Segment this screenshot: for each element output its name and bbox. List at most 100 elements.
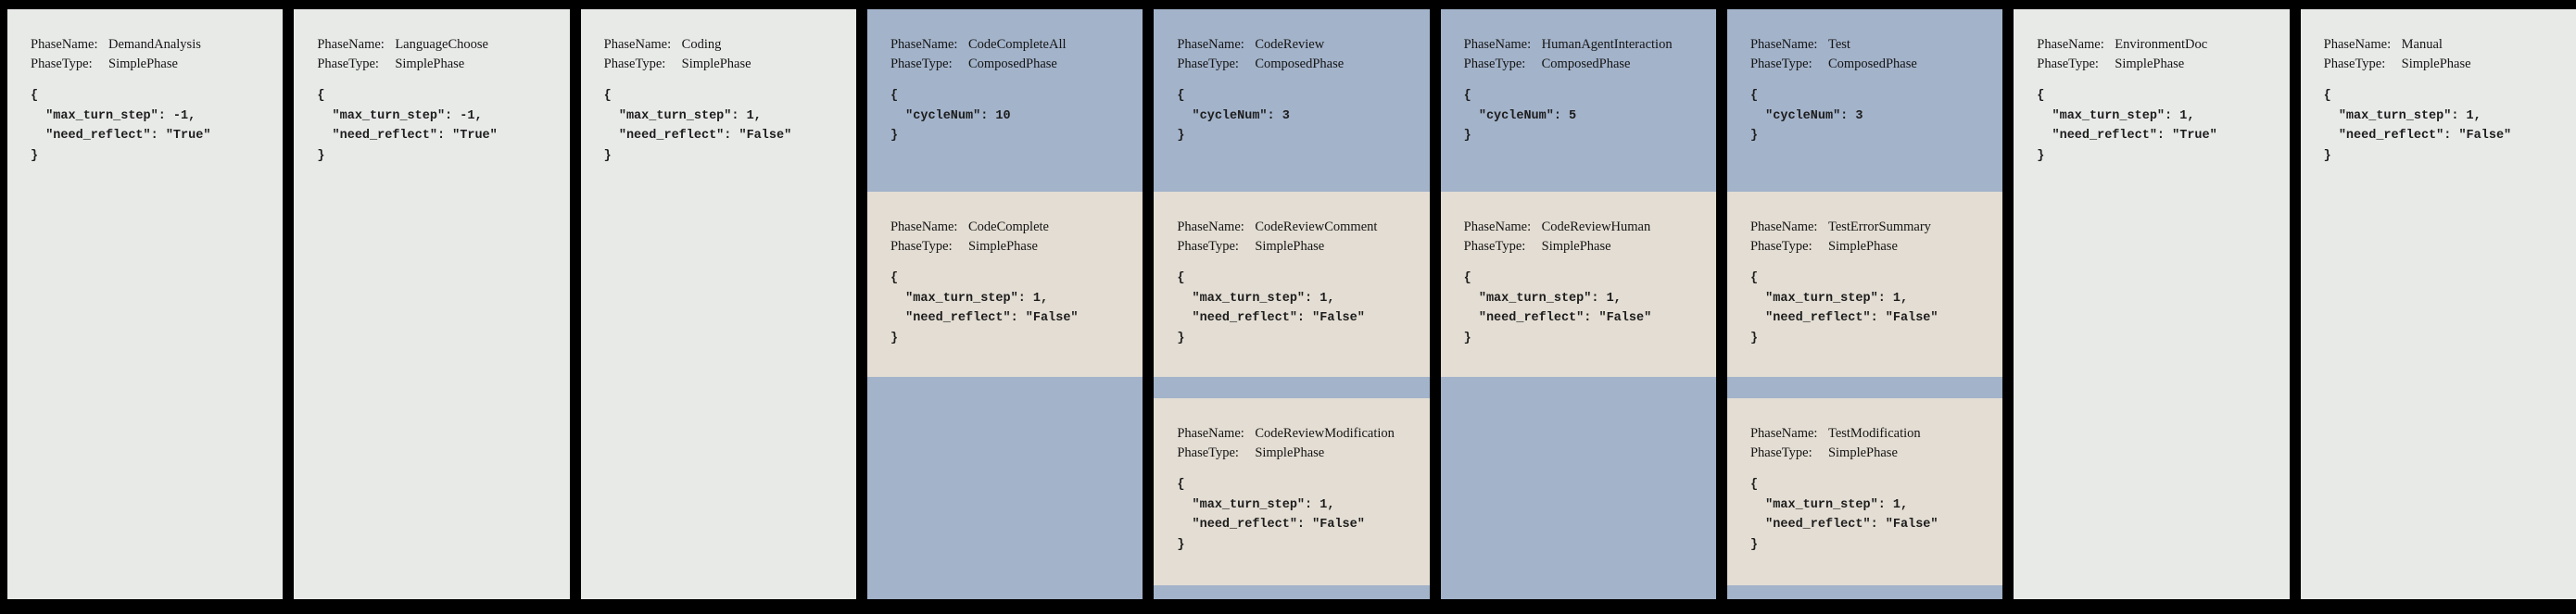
phase-type-row: PhaseType: SimplePhase xyxy=(890,237,1133,257)
subphase-card-codereviewcomment: PhaseName: CodeReviewComment PhaseType: … xyxy=(1154,192,1430,377)
phase-type-label: PhaseType: xyxy=(317,56,379,71)
phase-name-row: PhaseName: DemandAnalysis xyxy=(31,35,273,55)
phase-name-label: PhaseName: xyxy=(2037,37,2104,52)
phase-name-value: HumanAgentInteraction xyxy=(1541,37,1673,52)
phase-name-value: TestErrorSummary xyxy=(1827,219,1931,234)
phase-name-label: PhaseName: xyxy=(317,37,385,52)
phase-type-row: PhaseType: SimplePhase xyxy=(1750,444,1993,463)
phase-name-row: PhaseName: Coding xyxy=(604,35,847,55)
phase-config-json: { "cycleNum": 5 } xyxy=(1463,89,1577,143)
phase-config-json: { "max_turn_step": 1, "need_reflect": "T… xyxy=(2037,89,2217,163)
phase-column-environmentdoc: PhaseName: EnvironmentDoc PhaseType: Sim… xyxy=(2014,9,2290,599)
phase-config-json: { "cycleNum": 10 } xyxy=(890,89,1011,143)
phase-name-value: DemandAnalysis xyxy=(108,37,201,52)
phase-config-json: { "max_turn_step": 1, "need_reflect": "F… xyxy=(890,271,1079,345)
composed-phase-gap xyxy=(1727,377,2002,398)
phase-name-value: EnvironmentDoc xyxy=(2115,37,2208,52)
phase-name-label: PhaseName: xyxy=(2323,37,2392,52)
phase-name-value: CodeReviewComment xyxy=(1255,219,1378,234)
phase-name-row: PhaseName: Test xyxy=(1750,35,1993,55)
phase-card-humanagentinteraction: PhaseName: HumanAgentInteraction PhaseTy… xyxy=(1441,9,1716,192)
phase-type-value: SimplePhase xyxy=(395,56,465,71)
phase-type-row: PhaseType: SimplePhase xyxy=(604,55,847,74)
phase-name-row: PhaseName: EnvironmentDoc xyxy=(2037,35,2279,55)
phase-card-test: PhaseName: Test PhaseType: ComposedPhase… xyxy=(1727,9,2002,192)
phase-card-codecompleteall: PhaseName: CodeCompleteAll PhaseType: Co… xyxy=(867,9,1143,192)
phase-name-row: PhaseName: HumanAgentInteraction xyxy=(1464,35,1707,55)
phase-name-row: PhaseName: CodeReviewComment xyxy=(1177,218,1420,237)
phase-config-json: { "max_turn_step": 1, "need_reflect": "F… xyxy=(1463,271,1652,345)
subphase-card-codecomplete: PhaseName: CodeComplete PhaseType: Simpl… xyxy=(866,192,1143,377)
phase-type-value: SimplePhase xyxy=(1255,239,1325,254)
phase-card-codereview: PhaseName: CodeReview PhaseType: Compose… xyxy=(1154,9,1429,192)
phase-type-label: PhaseType: xyxy=(2037,56,2099,71)
phase-name-label: PhaseName: xyxy=(31,37,98,52)
phase-config-json: { "cycleNum": 3 } xyxy=(1177,89,1290,143)
phase-config-board: PhaseName: DemandAnalysis PhaseType: Sim… xyxy=(7,9,2576,599)
phase-type-row: PhaseType: SimplePhase xyxy=(1177,237,1420,257)
phase-type-row: PhaseType: SimplePhase xyxy=(31,55,273,74)
phase-card-coding: PhaseName: Coding PhaseType: SimplePhase… xyxy=(581,9,856,192)
phase-name-value: CodeReview xyxy=(1255,37,1325,52)
phase-name-value: Coding xyxy=(681,37,722,52)
phase-config-json: { "cycleNum": 3 } xyxy=(1749,89,1863,143)
phase-name-label: PhaseName: xyxy=(1749,219,1818,234)
phase-type-row: PhaseType: SimplePhase xyxy=(2324,55,2567,74)
phase-name-label: PhaseName: xyxy=(1463,37,1532,52)
subphase-card-codereviewmodification: PhaseName: CodeReviewModification PhaseT… xyxy=(1154,398,1430,585)
phase-name-label: PhaseName: xyxy=(890,37,958,52)
phase-type-value: ComposedPhase xyxy=(1827,56,1917,71)
phase-config-json: { "max_turn_step": 1, "need_reflect": "F… xyxy=(1749,271,1938,345)
phase-column-coding: PhaseName: Coding PhaseType: SimplePhase… xyxy=(580,9,856,599)
phase-name-value: CodeReviewHuman xyxy=(1541,219,1651,234)
phase-type-row: PhaseType: SimplePhase xyxy=(317,55,560,74)
phase-type-value: ComposedPhase xyxy=(1255,56,1345,71)
phase-name-label: PhaseName: xyxy=(890,219,958,234)
phase-name-value: CodeCompleteAll xyxy=(967,37,1067,52)
phase-type-label: PhaseType: xyxy=(1463,56,1526,71)
phase-config-json: { "max_turn_step": -1, "need_reflect": "… xyxy=(31,89,211,163)
phase-config-json: { "max_turn_step": 1, "need_reflect": "F… xyxy=(1749,478,1938,552)
phase-type-row: PhaseType: SimplePhase xyxy=(2037,55,2279,74)
phase-type-value: ComposedPhase xyxy=(1541,56,1631,71)
phase-config-json: { "max_turn_step": -1, "need_reflect": "… xyxy=(317,89,498,163)
phase-type-label: PhaseType: xyxy=(1749,239,1812,254)
phase-config-json: { "max_turn_step": 1, "need_reflect": "F… xyxy=(1177,478,1365,552)
phase-type-label: PhaseType: xyxy=(31,56,93,71)
phase-type-row: PhaseType: ComposedPhase xyxy=(1177,55,1420,74)
phase-column-manual: PhaseName: Manual PhaseType: SimplePhase… xyxy=(2300,9,2576,599)
phase-type-value: SimplePhase xyxy=(2115,56,2185,71)
phase-name-row: PhaseName: CodeReviewHuman xyxy=(1464,218,1707,237)
phase-name-label: PhaseName: xyxy=(1177,219,1244,234)
phase-type-row: PhaseType: SimplePhase xyxy=(1464,237,1707,257)
phase-name-row: PhaseName: CodeReview xyxy=(1177,35,1420,55)
phase-config-json: { "max_turn_step": 1, "need_reflect": "F… xyxy=(1177,271,1365,345)
phase-name-label: PhaseName: xyxy=(603,37,672,52)
phase-type-value: ComposedPhase xyxy=(967,56,1057,71)
phase-type-label: PhaseType: xyxy=(1749,445,1812,460)
phase-column-humanagentinteraction: PhaseName: HumanAgentInteraction PhaseTy… xyxy=(1440,9,1716,599)
phase-type-label: PhaseType: xyxy=(1177,445,1239,460)
phase-name-value: Manual xyxy=(2401,37,2443,52)
phase-name-value: LanguageChoose xyxy=(395,37,488,52)
phase-type-row: PhaseType: ComposedPhase xyxy=(1750,55,1993,74)
phase-type-value: SimplePhase xyxy=(1541,239,1611,254)
phase-name-row: PhaseName: LanguageChoose xyxy=(317,35,560,55)
subphase-card-testerrorsummary: PhaseName: TestErrorSummary PhaseType: S… xyxy=(1726,192,2003,377)
phase-type-label: PhaseType: xyxy=(890,56,953,71)
phase-type-label: PhaseType: xyxy=(1177,239,1239,254)
phase-card-manual: PhaseName: Manual PhaseType: SimplePhase… xyxy=(2301,9,2576,192)
phase-card-environmentdoc: PhaseName: EnvironmentDoc PhaseType: Sim… xyxy=(2014,9,2289,192)
phase-type-label: PhaseType: xyxy=(603,56,666,71)
phase-name-row: PhaseName: Manual xyxy=(2324,35,2567,55)
phase-type-row: PhaseType: SimplePhase xyxy=(1750,237,1993,257)
phase-name-label: PhaseName: xyxy=(1177,426,1244,441)
phase-type-row: PhaseType: SimplePhase xyxy=(1177,444,1420,463)
phase-type-row: PhaseType: ComposedPhase xyxy=(1464,55,1707,74)
subphase-card-codereviewhuman: PhaseName: CodeReviewHuman PhaseType: Si… xyxy=(1440,192,1716,377)
phase-name-label: PhaseName: xyxy=(1463,219,1532,234)
phase-config-json: { "max_turn_step": 1, "need_reflect": "F… xyxy=(603,89,792,163)
phase-name-label: PhaseName: xyxy=(1749,426,1818,441)
phase-type-value: SimplePhase xyxy=(1827,445,1898,460)
phase-name-row: PhaseName: TestErrorSummary xyxy=(1750,218,1993,237)
